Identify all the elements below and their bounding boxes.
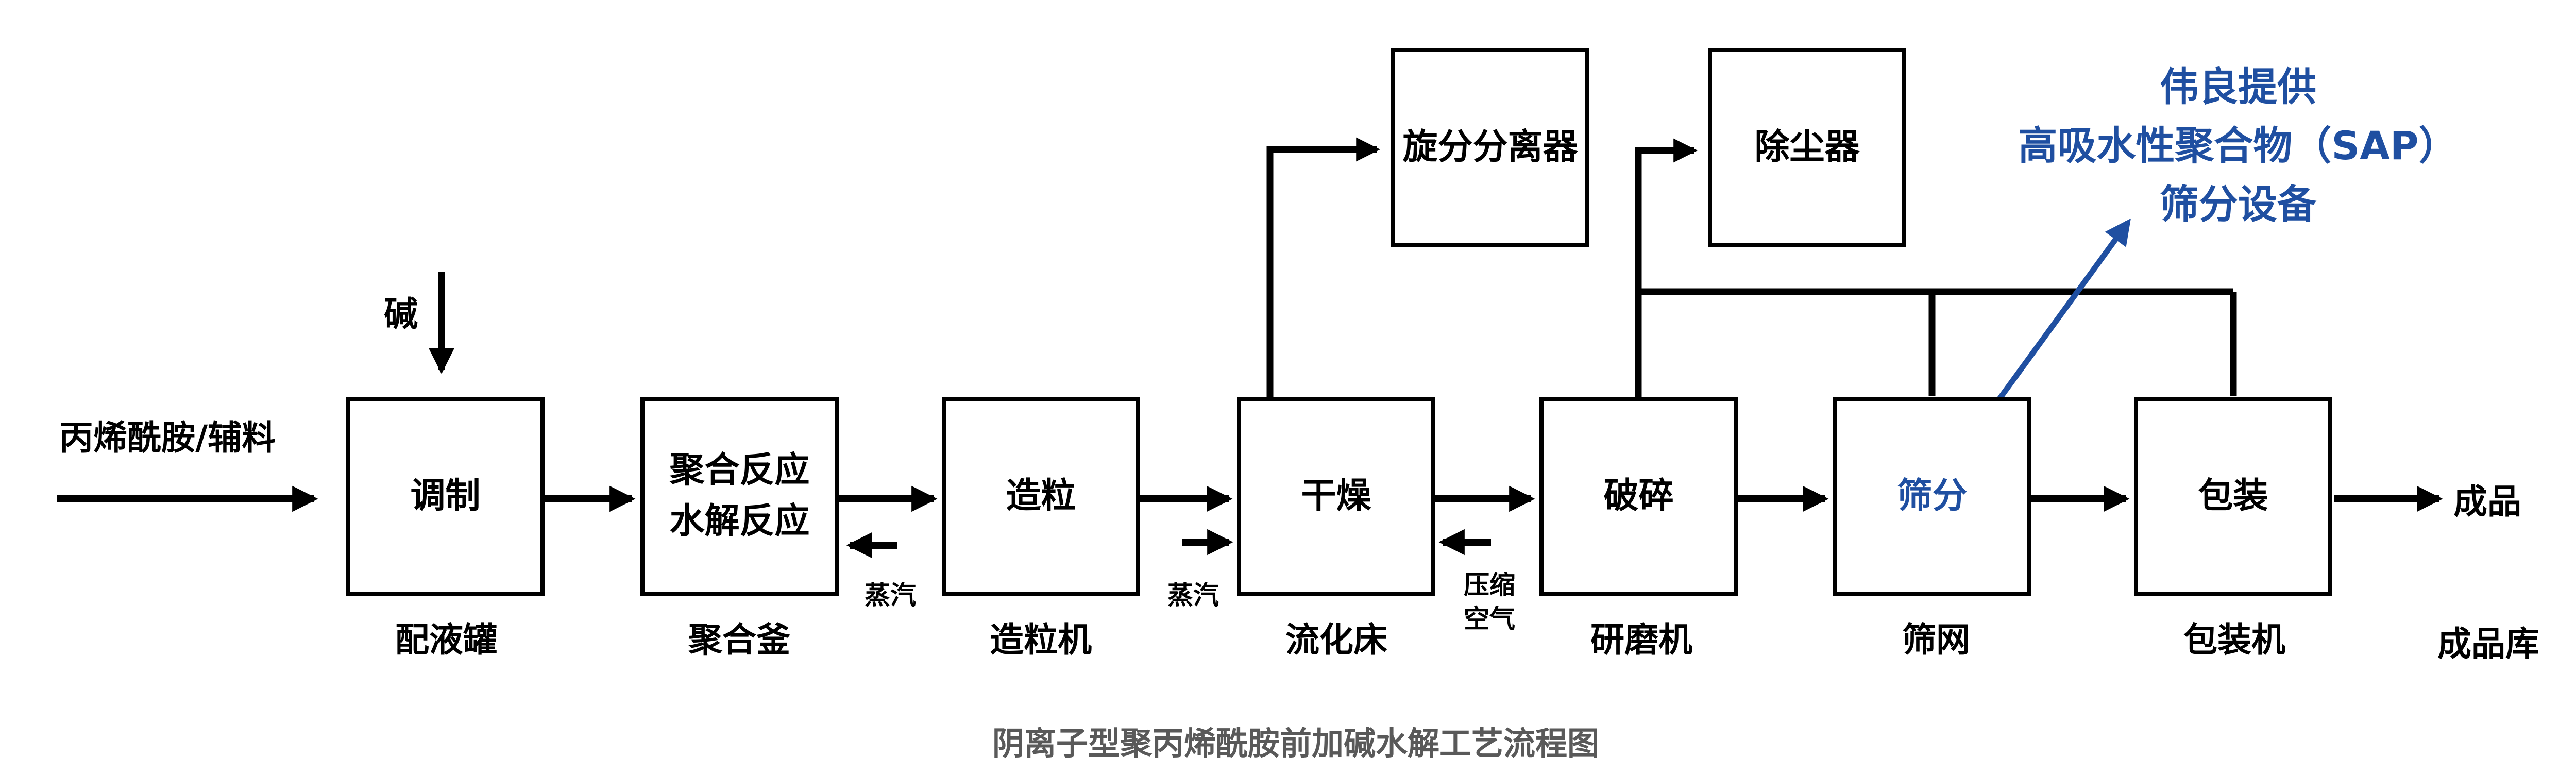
box-packing: 包装 xyxy=(2134,397,2332,596)
box-screening: 筛分 xyxy=(1833,397,2031,596)
box-crushing-text: 破碎 xyxy=(1603,475,1674,516)
compressed-air-label-line1: 压缩 xyxy=(1464,570,1515,600)
box-packing-text: 包装 xyxy=(2198,475,2268,516)
box-screening-text: 筛分 xyxy=(1897,475,1968,516)
box-cyclone-separator-text: 旋分分离器 xyxy=(1402,126,1578,167)
label-packing-machine: 包装机 xyxy=(2183,620,2285,660)
box-drying: 干燥 xyxy=(1237,397,1435,596)
annotation-text-line3: 筛分设备 xyxy=(2160,181,2316,227)
box-polymerization-text-line1: 聚合反应 xyxy=(669,450,810,491)
crusher-to-dust-collector-line xyxy=(1635,138,1698,398)
label-polymerizer: 聚合釜 xyxy=(688,620,790,660)
annotation-text-line2: 高吸水性聚合物（SAP） xyxy=(2018,123,2458,169)
box-drying-text: 干燥 xyxy=(1301,475,1371,516)
box-preparation: 调制 xyxy=(346,397,545,596)
label-preparation-tank: 配液罐 xyxy=(395,620,497,660)
annotation-text-line1: 伟良提供 xyxy=(2160,64,2316,110)
compressed-air-label-line2: 空气 xyxy=(1464,604,1515,634)
steam-label-dryer: 蒸汽 xyxy=(1167,580,1219,610)
label-granulator: 造粒机 xyxy=(990,620,1092,660)
label-screen-mesh: 筛网 xyxy=(1902,620,1970,660)
box-cyclone-separator: 旋分分离器 xyxy=(1391,48,1589,247)
annotation-text: 伟良提供 高吸水性聚合物（SAP） 筛分设备 xyxy=(1929,58,2547,234)
box-dust-collector-text: 除尘器 xyxy=(1754,126,1860,167)
diagram-title: 阴离子型聚丙烯酰胺前加碱水解工艺流程图 xyxy=(992,725,1599,762)
box-preparation-text: 调制 xyxy=(410,475,481,516)
compressed-air-label: 压缩 空气 xyxy=(1430,568,1549,636)
box-polymerization-text-line2: 水解反应 xyxy=(669,501,810,542)
label-grinder: 研磨机 xyxy=(1590,620,1692,660)
box-crushing: 破碎 xyxy=(1539,397,1738,596)
label-fluidized-bed: 流化床 xyxy=(1285,620,1387,660)
box-granulation: 造粒 xyxy=(942,397,1140,596)
steam-label-polymerizer: 蒸汽 xyxy=(865,580,916,610)
product-stream-label: 成品 xyxy=(2453,482,2521,522)
label-product-warehouse: 成品库 xyxy=(2437,624,2539,664)
box-dust-collector: 除尘器 xyxy=(1708,48,1906,247)
alkali-stream-label: 碱 xyxy=(384,294,418,334)
dryer-to-cyclone-line xyxy=(1266,137,1381,398)
box-granulation-text: 造粒 xyxy=(1006,475,1076,516)
box-polymerization: 聚合反应 水解反应 xyxy=(640,397,839,596)
feed-stream-label: 丙烯酰胺/辅料 xyxy=(59,418,276,458)
